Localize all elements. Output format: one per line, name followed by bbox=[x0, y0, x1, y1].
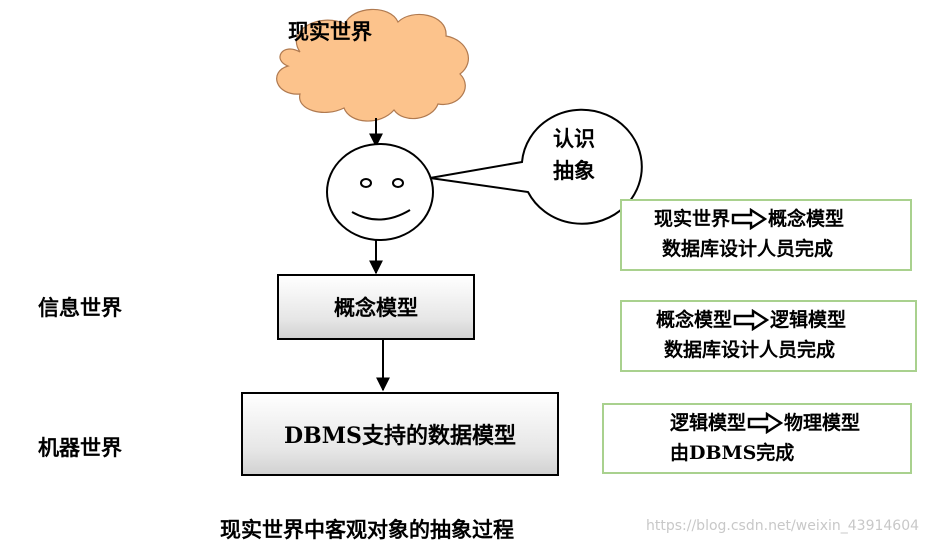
hollow-arrow-icon bbox=[747, 412, 784, 434]
cloud-shape bbox=[276, 8, 469, 122]
note-3-from: 逻辑模型 bbox=[670, 412, 747, 434]
note-1-to: 概念模型 bbox=[768, 208, 845, 230]
diagram-caption: 现实世界中客观对象的抽象过程 bbox=[220, 517, 514, 542]
info-world-label: 信息世界 bbox=[38, 295, 122, 320]
smiley-mouth bbox=[351, 209, 411, 221]
note-1-line2: 数据库设计人员完成 bbox=[662, 238, 834, 260]
dbms-model-box: DBMS支持的数据模型 bbox=[241, 392, 559, 476]
note-real-to-concept: 现实世界 概念模型 数据库设计人员完成 bbox=[620, 199, 912, 271]
concept-model-box: 概念模型 bbox=[277, 274, 475, 340]
smiley-right-eye bbox=[392, 178, 404, 188]
machine-world-label: 机器世界 bbox=[38, 435, 122, 460]
hollow-arrow-icon bbox=[731, 208, 768, 230]
note-2-line2: 数据库设计人员完成 bbox=[664, 339, 836, 361]
smiley-face bbox=[326, 143, 434, 241]
note-1-from: 现实世界 bbox=[654, 208, 731, 230]
speech-bubble bbox=[429, 108, 643, 225]
watermark: https://blog.csdn.net/weixin_43914604 bbox=[646, 518, 920, 534]
bubble-line-2: 抽象 bbox=[553, 158, 595, 183]
note-3-line2: 由DBMS完成 bbox=[670, 442, 795, 464]
note-logic-to-physical: 逻辑模型 物理模型 由DBMS完成 bbox=[602, 403, 912, 474]
note-2-from: 概念模型 bbox=[656, 309, 733, 331]
note-2-to: 逻辑模型 bbox=[770, 309, 847, 331]
note-concept-to-logic: 概念模型 逻辑模型 数据库设计人员完成 bbox=[620, 300, 917, 372]
bubble-line-1: 认识 bbox=[553, 126, 595, 151]
hollow-arrow-icon bbox=[733, 309, 770, 331]
cloud-label: 现实世界 bbox=[288, 19, 372, 44]
note-3-to: 物理模型 bbox=[784, 412, 861, 434]
bubble-text: 认识 抽象 bbox=[544, 123, 604, 187]
smiley-left-eye bbox=[360, 178, 372, 188]
